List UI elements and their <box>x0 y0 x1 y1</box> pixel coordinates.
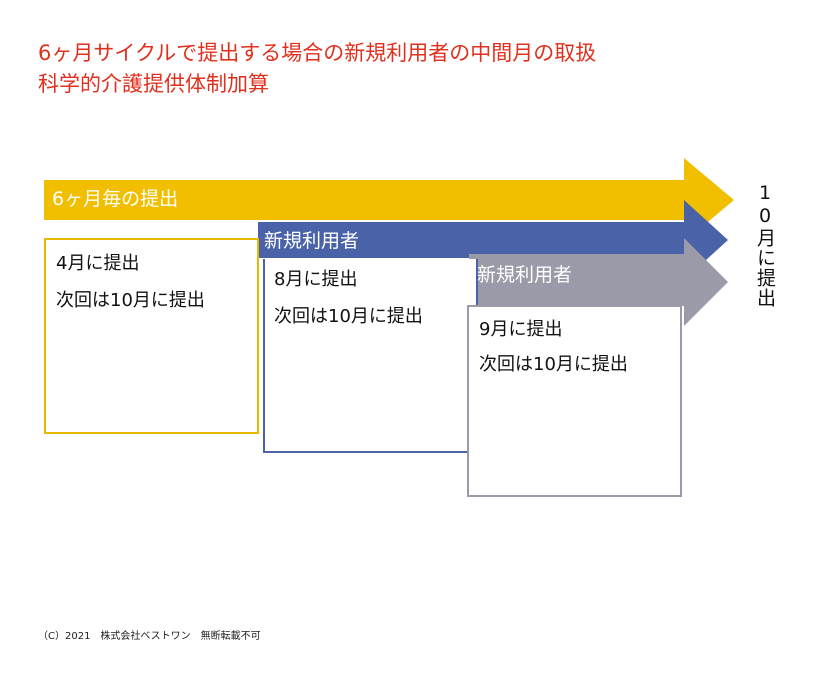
diagram-title-line1: 6ヶ月サイクルで提出する場合の新規利用者の中間月の取扱 <box>38 41 597 65</box>
box-gray-line2: 次回は10月に提出 <box>479 354 628 375</box>
target-month-label: 10月に提出 <box>754 182 776 308</box>
box-yellow-line2: 次回は10月に提出 <box>56 290 205 311</box>
box-gray-line1: 9月に提出 <box>479 319 563 340</box>
blue-arrow-label: 新規利用者 <box>264 230 360 252</box>
submission-box-blue: 8月に提出 次回は10月に提出 <box>263 259 478 453</box>
blue-arrow <box>258 200 728 280</box>
submission-box-yellow: 4月に提出 次回は10月に提出 <box>44 238 259 434</box>
yellow-arrow-label: 6ヶ月毎の提出 <box>52 188 179 210</box>
box-blue-line1: 8月に提出 <box>274 269 358 290</box>
gray-arrow <box>469 238 728 326</box>
gray-arrow-label: 新規利用者 <box>477 264 573 286</box>
diagram-title-line2: 科学的介護提供体制加算 <box>38 72 269 96</box>
yellow-arrow <box>44 158 734 242</box>
submission-box-gray: 9月に提出 次回は10月に提出 <box>467 305 682 497</box>
copyright-notice: （C）2021 株式会社ベストワン 無断転載不可 <box>38 631 261 642</box>
box-blue-line2: 次回は10月に提出 <box>274 306 423 327</box>
box-yellow-line1: 4月に提出 <box>56 253 140 274</box>
